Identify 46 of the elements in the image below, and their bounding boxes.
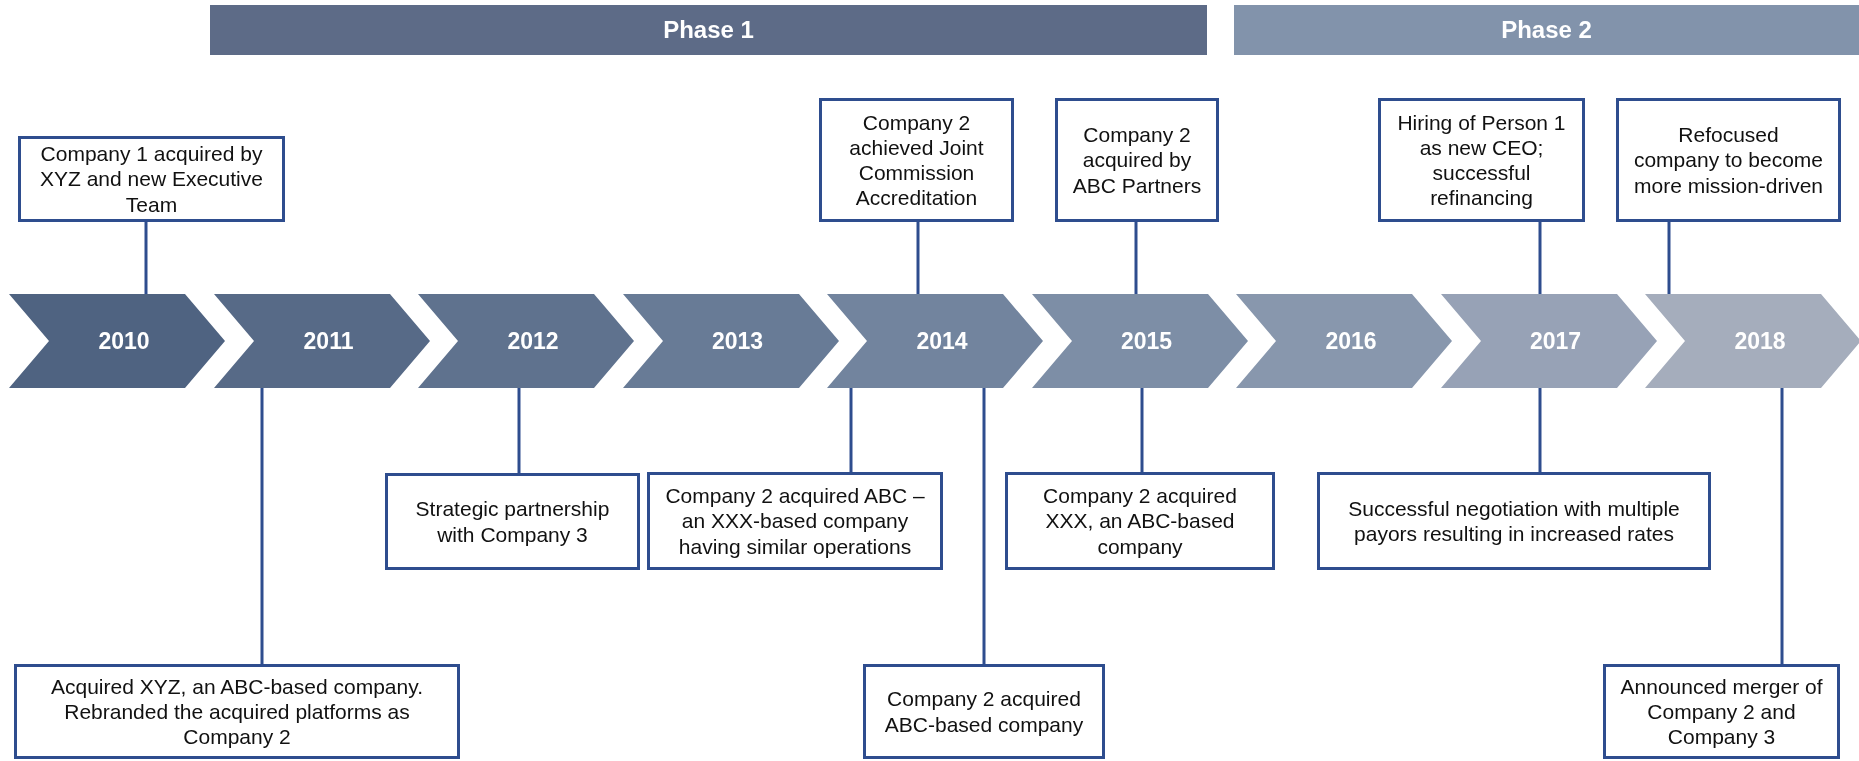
connector-line — [916, 222, 920, 294]
year-label: 2018 — [1734, 327, 1786, 355]
year-label: 2011 — [303, 327, 354, 355]
connector-line — [1140, 388, 1144, 472]
year-label: 2017 — [1529, 327, 1582, 355]
event-box: Company 2 acquired by ABC Partners — [1055, 98, 1219, 222]
timeline-year-segment — [1645, 294, 1859, 388]
connector-line — [1538, 222, 1542, 294]
event-box: Company 2 achieved Joint Commission Accreditation — [819, 98, 1014, 222]
year-label: 2015 — [1120, 327, 1173, 355]
timeline-year-segment — [622, 294, 839, 388]
timeline-year-segment — [1031, 294, 1248, 388]
event-box: Company 2 acquired XXX, an ABC-based company — [1005, 472, 1275, 570]
phase-label: Phase 2 — [1501, 16, 1592, 44]
year-label: 2014 — [916, 327, 968, 355]
timeline-year-segment — [1236, 294, 1452, 388]
timeline-year-segment — [213, 294, 430, 388]
event-box: Refocused company to become more mission-driven — [1616, 98, 1841, 222]
timeline-year-segment — [1440, 294, 1657, 388]
year-label: 2013 — [711, 327, 764, 355]
connector-line — [517, 388, 521, 473]
event-box: Company 2 acquired ABC – an XXX-based company having similar operations — [647, 472, 943, 570]
year-label: 2010 — [98, 327, 150, 355]
phase-banner — [1234, 5, 1859, 55]
connector-line — [260, 388, 264, 664]
event-box: Hiring of Person 1 as new CEO; successful refinancing — [1378, 98, 1585, 222]
timeline-year-segment — [418, 294, 634, 388]
timeline-year-segment — [9, 294, 225, 388]
event-box: Company 1 acquired by XYZ and new Executive Team — [18, 136, 285, 222]
event-box: Announced merger of Company 2 and Company 3 — [1603, 664, 1840, 759]
event-box: Successful negotiation with multiple payors resulting in increased rates — [1317, 472, 1711, 570]
connector-line — [982, 388, 986, 664]
year-label: 2012 — [507, 327, 559, 355]
timeline-year-segment — [827, 294, 1043, 388]
connector-line — [849, 388, 853, 472]
connector-line — [144, 222, 148, 294]
phase-banner — [210, 5, 1207, 55]
event-box: Company 2 acquired ABC-based company — [863, 664, 1105, 759]
phase-label: Phase 1 — [663, 16, 754, 44]
event-box: Strategic partnership with Company 3 — [385, 473, 640, 570]
connector-line — [1780, 388, 1784, 664]
connector-line — [1538, 388, 1542, 472]
connector-line — [1667, 222, 1671, 294]
year-label: 2016 — [1325, 327, 1377, 355]
connector-line — [1134, 222, 1138, 294]
event-box: Acquired XYZ, an ABC-based company. Rebranded the acquired platforms as Company 2 — [14, 664, 460, 759]
